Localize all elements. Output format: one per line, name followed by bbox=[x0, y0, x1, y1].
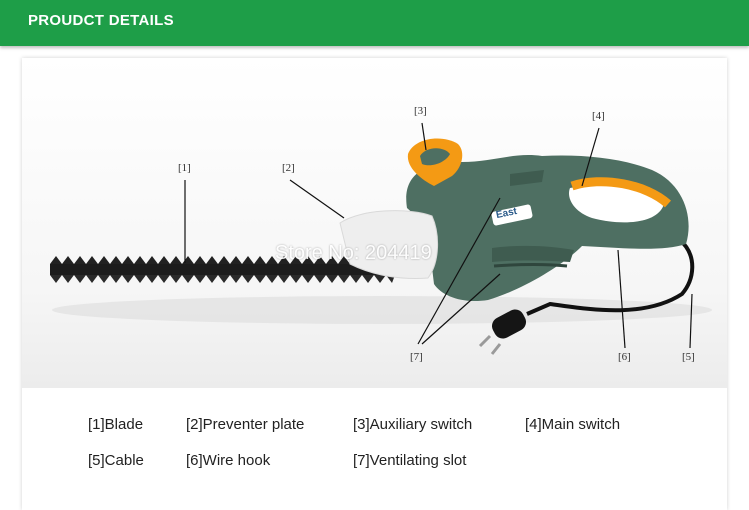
legend-item-preventer-plate: [2]Preventer plate bbox=[186, 416, 305, 433]
store-watermark: Store No: 204419 bbox=[275, 242, 432, 264]
plug bbox=[478, 309, 527, 355]
callout-label-2: [2] bbox=[282, 162, 295, 174]
callout-label-7: [7] bbox=[410, 351, 423, 363]
product-panel: [1] [2] [3] [4] [5] [6] [7] East Store N… bbox=[22, 58, 727, 510]
legend-item-cable: [5]Cable bbox=[88, 452, 144, 469]
legend-item-auxiliary-switch: [3]Auxiliary switch bbox=[353, 416, 473, 433]
legend-item-ventilating-slot: [7]Ventilating slot bbox=[353, 452, 467, 469]
hedge-trimmer-illustration bbox=[50, 122, 712, 355]
callout-label-4: [4] bbox=[592, 110, 605, 122]
trimmer-body bbox=[406, 155, 689, 302]
legend-item-wire-hook: [6]Wire hook bbox=[186, 452, 271, 469]
callout-label-6: [6] bbox=[618, 351, 631, 363]
legend-item-blade: [1]Blade bbox=[88, 416, 144, 433]
callout-label-3: [3] bbox=[414, 105, 427, 117]
blade bbox=[50, 256, 395, 283]
section-title: PROUDCT DETAILS bbox=[28, 12, 174, 29]
callout-lines bbox=[184, 122, 693, 349]
legend-item-main-switch: [4]Main switch bbox=[525, 416, 621, 433]
product-photo: [1] [2] [3] [4] [5] [6] [7] East Store N… bbox=[22, 58, 727, 388]
cable bbox=[526, 238, 695, 316]
callout-label-5: [5] bbox=[682, 351, 695, 363]
callout-label-1: [1] bbox=[178, 162, 191, 174]
preventer-plate bbox=[339, 210, 439, 279]
section-header: PROUDCT DETAILS bbox=[0, 0, 749, 46]
